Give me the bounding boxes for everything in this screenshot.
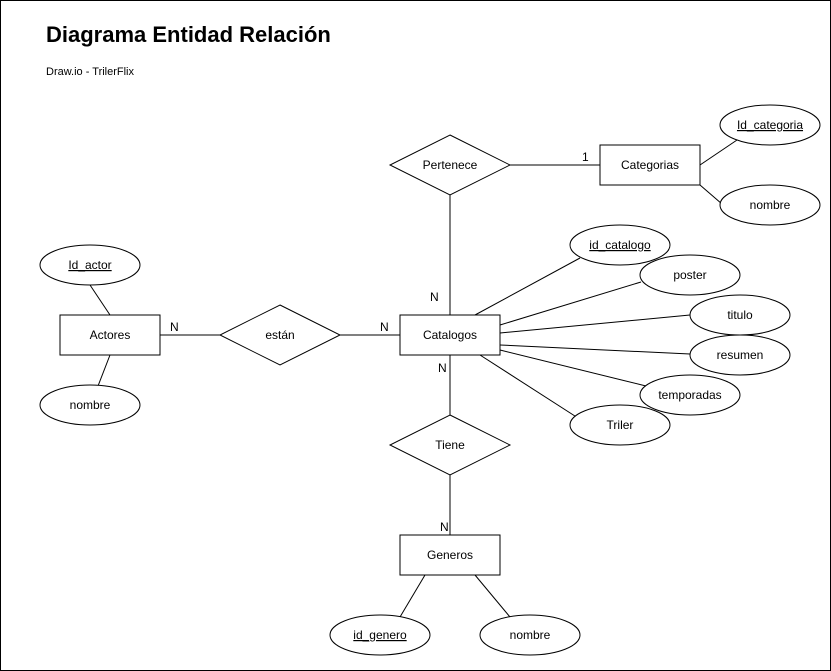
attribute-temporadas [639, 374, 741, 416]
entity-generos [399, 534, 501, 576]
connector-categorias-nombre [699, 184, 723, 205]
entity-generos-label: Generos [427, 548, 473, 562]
connector-catalogos-poster [499, 281, 642, 326]
attribute-categoria-nombre-label: nombre [750, 198, 791, 212]
cardinality-tiene-catalogos: N [438, 361, 447, 375]
cardinality-tiene-generos: N [440, 520, 449, 534]
connector-catalogos-temporadas [499, 349, 647, 387]
page-title: Diagrama Entidad Relación [46, 22, 331, 47]
connector-generos-nombre [474, 574, 511, 618]
connector-catalogos-resumen [499, 344, 691, 355]
connector-actores-id-actor [89, 284, 111, 316]
attribute-id-categoria-label: Id_categoria [737, 118, 803, 132]
connector-catalogos-titulo [499, 314, 691, 334]
attribute-temporadas-label: temporadas [658, 388, 721, 402]
attribute-id-genero-label: id_genero [353, 628, 407, 642]
page-subtitle: Draw.io - TrilerFlix [46, 66, 135, 78]
relationship-estan-label: están [265, 328, 294, 342]
connector-catalogos-triler [479, 354, 579, 419]
entity-catalogos-label: Catalogos [423, 328, 477, 342]
attribute-triler [569, 404, 671, 446]
connector-catalogos-id-catalogo [474, 257, 581, 316]
attribute-genero-nombre [479, 614, 581, 656]
relationship-pertenece [388, 134, 512, 196]
cardinality-pertenece-catalogos: N [430, 290, 439, 304]
connector-generos-id-genero [399, 574, 426, 618]
entity-categorias-label: Categorias [621, 158, 679, 172]
relationship-tiene-label: Tiene [435, 438, 465, 452]
relationship-tiene [388, 414, 512, 476]
attribute-id-catalogo [569, 224, 671, 266]
attribute-actor-nombre [39, 384, 141, 426]
attribute-poster-label: poster [673, 268, 706, 282]
attribute-resumen [689, 334, 791, 376]
cardinality-pertenece-categorias: 1 [582, 150, 589, 164]
attribute-titulo-label: titulo [727, 308, 753, 322]
attribute-id-categoria [719, 104, 821, 146]
relationship-estan [218, 304, 342, 366]
entity-actores-label: Actores [90, 328, 131, 342]
connector-categorias-id-categoria [699, 137, 741, 166]
attribute-id-genero [329, 614, 431, 656]
cardinality-estan-catalogos: N [380, 320, 389, 334]
attribute-id-catalogo-label: id_catalogo [589, 238, 651, 252]
attribute-genero-nombre-label: nombre [510, 628, 551, 642]
attribute-id-actor-label: Id_actor [68, 258, 111, 272]
cardinality-estan-actores: N [170, 320, 179, 334]
attribute-poster [639, 254, 741, 296]
attribute-triler-label: Triler [607, 418, 634, 432]
entity-categorias [599, 144, 701, 186]
relationship-pertenece-label: Pertenece [423, 158, 478, 172]
attribute-resumen-label: resumen [717, 348, 764, 362]
attribute-id-actor [39, 244, 141, 286]
entity-catalogos [399, 314, 501, 356]
connector-actores-nombre [97, 354, 111, 387]
entity-actores [59, 314, 161, 356]
attribute-categoria-nombre [719, 184, 821, 226]
attribute-actor-nombre-label: nombre [70, 398, 111, 412]
